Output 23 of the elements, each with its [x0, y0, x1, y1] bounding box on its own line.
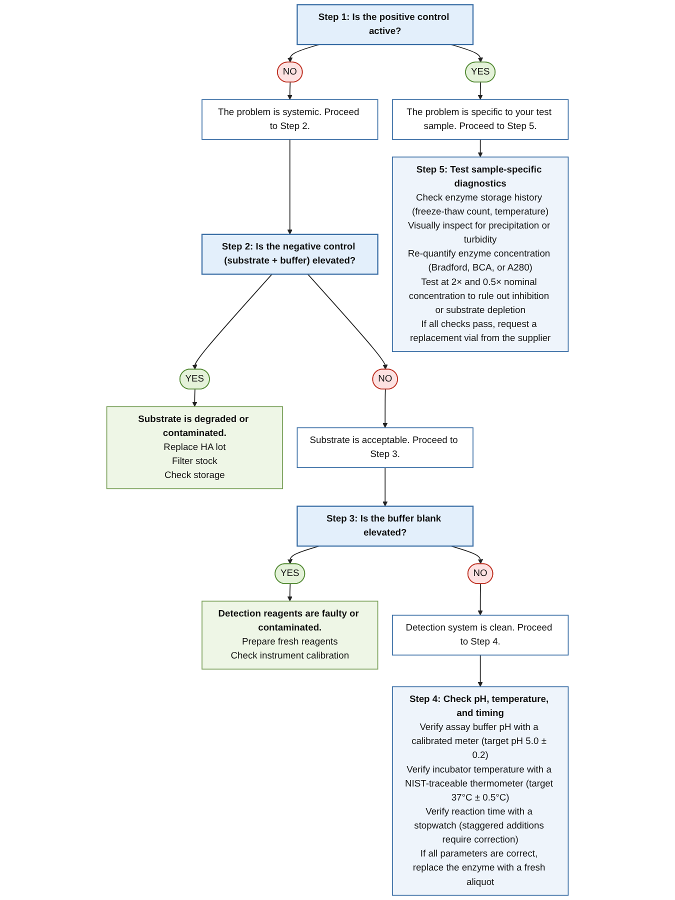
arrow [478, 583, 483, 616]
arrow [382, 388, 388, 428]
node-box: Detection system is clean. Proceed to Step 4. [392, 614, 569, 656]
arrow [192, 274, 272, 370]
arrow [307, 274, 388, 370]
arrow [287, 139, 292, 235]
arrow [192, 388, 198, 407]
node-box: Step 5: Test sample-specific diagnostics Check enzyme storage history (freeze-thaw count, temperature) Visually inspect for precipitation or turbidity Re-quantify enzyme concentration (Bradford, BCA, or A280) Test at 2× and 0.5× nominal concentration to rule out inhibition or substrate depletion If all checks pass, request a replacement vial from the supplier [392, 156, 569, 352]
node-box: Step 1: Is the positive control active? [296, 4, 474, 46]
node-box: Step 2: Is the negative control (substrate + buffer) elevated? [201, 234, 378, 275]
arrow [382, 467, 388, 506]
node-box: Substrate is acceptable. Proceed to Step 3. [296, 427, 474, 468]
node-box: Step 4: Check pH, temperature, and timing Verify assay buffer pH with a calibrated meter (target pH 5.0 ± 0.2) Verify incubator temperature with a NIST-traceable thermometer (target 37°C ± 0.5°C) Verify reaction time with a stopwatch (staggered additions require correction) If all parameters are correct, replace the enzyme with a fresh aliquot [392, 686, 569, 896]
arrow [478, 654, 483, 687]
node-box: Substrate is degraded or contaminated. Replace HA lot Filter stock Check storage [106, 406, 283, 490]
arrow [287, 82, 292, 100]
arrow [478, 139, 483, 158]
node-box: Step 3: Is the buffer blank elevated? [296, 506, 474, 547]
node-box: Detection reagents are faulty or contaminated. Prepare fresh reagents Check instrument calibration [202, 600, 378, 670]
arrow [478, 82, 483, 100]
arrow [287, 583, 292, 602]
node-box: The problem is specific to your test sample. Proceed to Step 5. [392, 99, 569, 140]
node-box: The problem is systemic. Proceed to Step 2. [202, 99, 378, 140]
